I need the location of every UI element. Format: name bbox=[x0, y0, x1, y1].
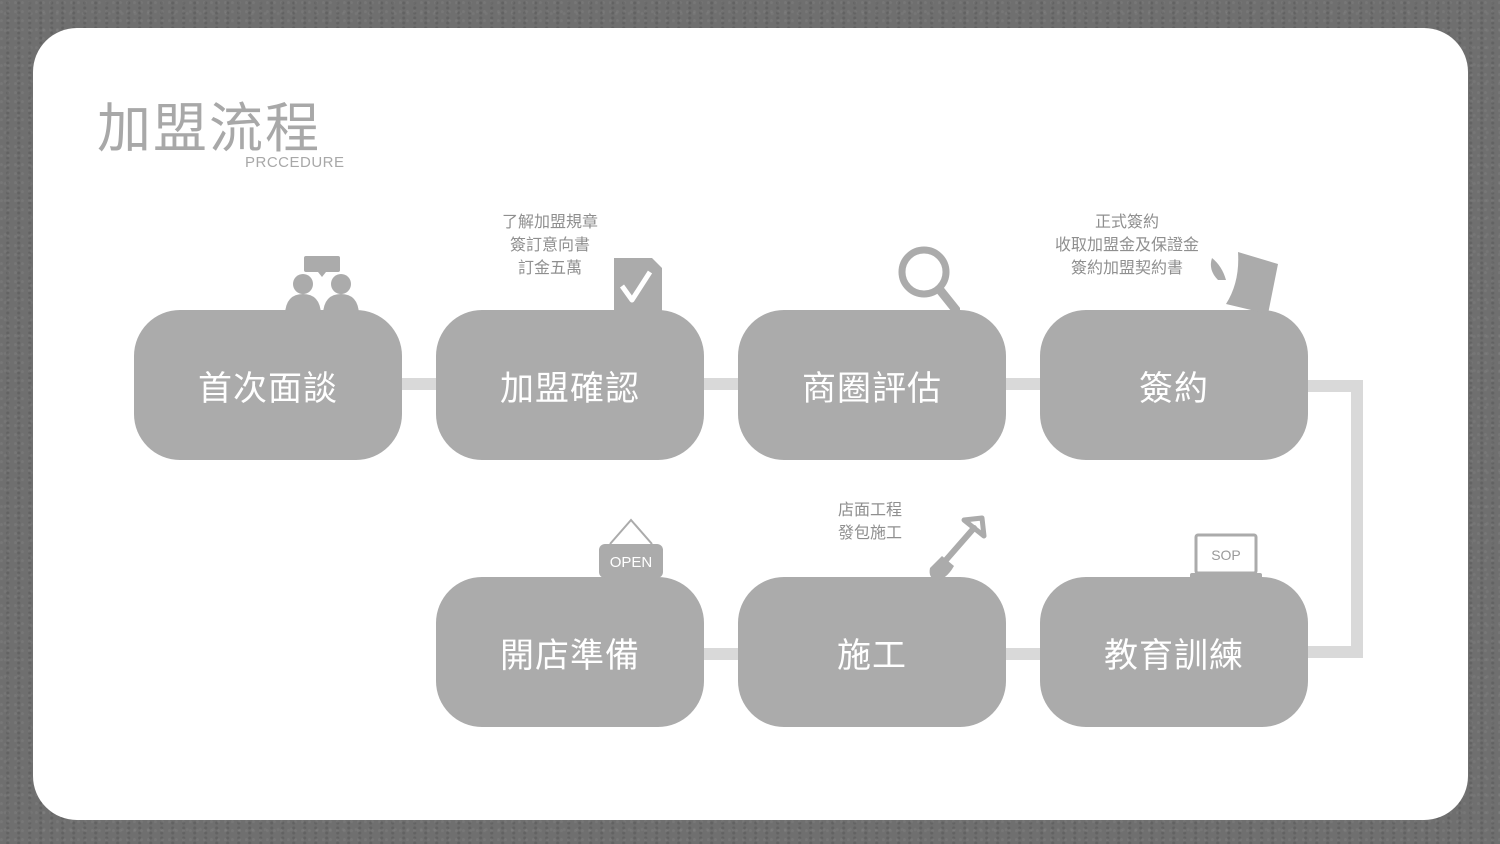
step-franchise-confirm: 加盟確認 bbox=[436, 310, 704, 460]
connector-5-6 bbox=[1004, 648, 1044, 660]
connector-turn-5-bottom bbox=[1306, 646, 1362, 658]
note-line: 店面工程 bbox=[837, 500, 902, 519]
connector-4-5-vertical bbox=[1351, 380, 1363, 658]
page-title: 加盟流程 bbox=[97, 97, 321, 160]
note-line: 正式簽約 bbox=[1094, 212, 1159, 231]
note-line: 訂金五萬 bbox=[517, 258, 582, 277]
open-sign-icon bbox=[599, 518, 663, 578]
checked-document-icon bbox=[614, 258, 662, 316]
connector-1-2 bbox=[400, 378, 440, 390]
step-area-evaluation: 商圈評估 bbox=[738, 310, 1006, 460]
note-construction: 店面工程 發包施工 bbox=[820, 498, 920, 544]
shovel-icon bbox=[929, 515, 987, 580]
connector-2-3 bbox=[702, 378, 742, 390]
open-sign-text: OPEN bbox=[609, 554, 653, 571]
connector-6-7 bbox=[702, 648, 742, 660]
note-line: 收取加盟金及保證金 bbox=[1054, 235, 1199, 254]
step-training: 教育訓練 bbox=[1040, 577, 1308, 727]
note-franchise-confirm: 了解加盟規章 簽訂意向書 訂金五萬 bbox=[470, 210, 630, 279]
magnifier-icon bbox=[898, 246, 960, 314]
meeting-people-icon bbox=[285, 256, 359, 314]
page-subtitle: PRCCEDURE bbox=[245, 154, 345, 171]
step-first-interview: 首次面談 bbox=[134, 310, 402, 460]
laptop-icon bbox=[1190, 533, 1262, 579]
connector-4-turn-top bbox=[1306, 380, 1362, 392]
quill-paper-icon bbox=[1210, 252, 1278, 314]
step-contract: 簽約 bbox=[1040, 310, 1308, 460]
note-line: 了解加盟規章 bbox=[501, 212, 598, 231]
note-contract: 正式簽約 收取加盟金及保證金 簽約加盟契約書 bbox=[1027, 210, 1227, 279]
step-opening-prep: 開店準備 bbox=[436, 577, 704, 727]
connector-3-4 bbox=[1004, 378, 1044, 390]
step-construction: 施工 bbox=[738, 577, 1006, 727]
laptop-screen-text: SOP bbox=[1211, 547, 1241, 563]
note-line: 簽約加盟契約書 bbox=[1070, 258, 1183, 277]
note-line: 簽訂意向書 bbox=[509, 235, 590, 254]
note-line: 發包施工 bbox=[837, 523, 902, 542]
